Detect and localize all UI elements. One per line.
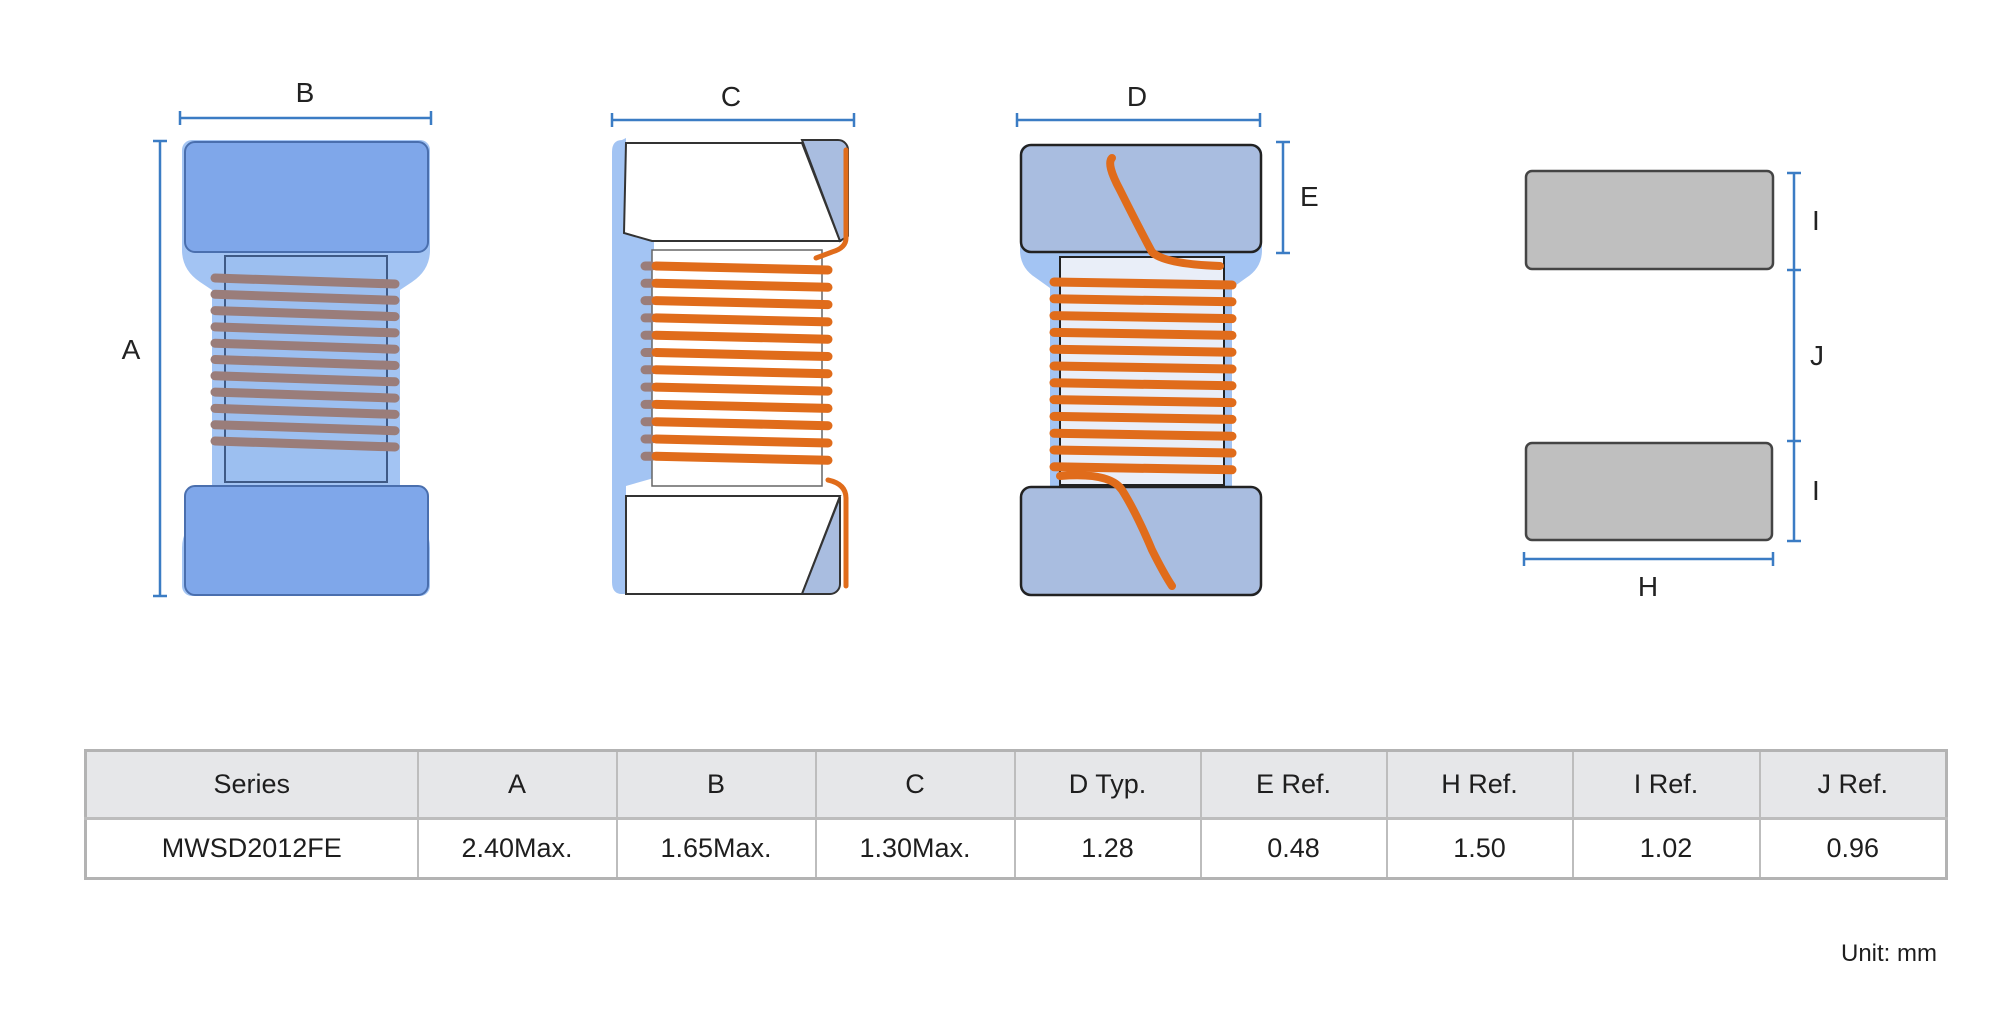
winding-turn [651, 261, 833, 275]
cell-d: 1.28 [1013, 817, 1202, 880]
side-left-electrode [612, 138, 654, 594]
winding-turn [651, 451, 833, 465]
land-pad-bottom [1524, 441, 1774, 542]
dim-e-label: E [1300, 181, 1319, 212]
cell-e: 0.48 [1199, 817, 1388, 880]
winding-turn [210, 289, 400, 305]
dimension-table: Series A B C D Typ. E Ref. H Ref. I Ref.… [84, 749, 1948, 880]
winding-turn [210, 306, 400, 322]
header-e: E Ref. [1199, 749, 1388, 820]
land-pattern-figure: I J I H [1522, 169, 1824, 602]
header-a: A [416, 749, 618, 820]
winding-turn [651, 365, 833, 379]
cell-series: MWSD2012FE [84, 817, 419, 880]
cell-i: 1.02 [1571, 817, 1761, 880]
header-c: C [814, 749, 1016, 820]
front-bottom-electrode [184, 485, 429, 596]
back-top-electrode [1019, 143, 1263, 254]
dim-a-label: A [122, 334, 141, 365]
header-i: I Ref. [1571, 749, 1761, 820]
back-lead-bottom [1056, 471, 1176, 590]
winding-turn [651, 399, 833, 413]
winding-turn [1049, 361, 1237, 374]
winding-turn [1049, 378, 1237, 391]
back-view-figure: D E [1015, 81, 1319, 597]
header-d: D Typ. [1013, 749, 1202, 820]
dimension-drawing: B A C [122, 77, 1824, 602]
cell-a: 2.40Max. [416, 817, 618, 880]
dim-d-label: D [1127, 81, 1147, 112]
unit-note: Unit: mm [1841, 940, 1937, 967]
cell-h: 1.50 [1385, 817, 1574, 880]
back-bottom-electrode [1019, 485, 1263, 597]
side-lead-bottom [825, 477, 849, 589]
header-h: H Ref. [1385, 749, 1574, 820]
winding-turn [1049, 327, 1237, 340]
cell-c: 1.30Max. [814, 817, 1016, 880]
winding-turn [651, 348, 833, 361]
winding-turn [210, 403, 400, 419]
winding-turn [210, 273, 400, 289]
winding-turn [651, 330, 833, 344]
winding-turn [1049, 395, 1237, 408]
winding-turn [1049, 294, 1237, 307]
header-j: J Ref. [1758, 749, 1948, 820]
side-winding [640, 261, 833, 465]
back-lead-top [1106, 154, 1224, 270]
cell-j: 0.96 [1758, 817, 1948, 880]
winding-turn [210, 322, 400, 338]
table-header-row: Series A B C D Typ. E Ref. H Ref. I Ref.… [84, 749, 1948, 820]
winding-turn [210, 371, 400, 387]
winding-turn [651, 296, 833, 310]
front-view-figure: B A [122, 77, 433, 598]
land-pad-top [1524, 169, 1775, 271]
winding-turn [651, 417, 833, 431]
header-series: Series [84, 749, 419, 820]
side-bottom-chamfer [800, 496, 841, 595]
winding-turn [210, 436, 400, 452]
header-b: B [615, 749, 817, 820]
winding-turn [210, 420, 400, 436]
winding-turn [1049, 311, 1237, 324]
winding-turn [1049, 428, 1237, 441]
winding-turn [210, 355, 400, 370]
side-view-figure: C [610, 81, 856, 595]
winding-turn [1049, 445, 1237, 458]
winding-turn [651, 382, 833, 396]
winding-turn [651, 278, 833, 292]
winding-turn [210, 338, 400, 354]
side-lead-top [813, 147, 849, 261]
dim-c-label: C [721, 81, 741, 112]
dim-j-label: J [1810, 340, 1824, 371]
winding-turn [651, 434, 833, 448]
dim-i-label-top: I [1812, 205, 1820, 236]
winding-turn [1049, 344, 1237, 357]
winding-turn [1049, 277, 1237, 290]
winding-turn [210, 387, 400, 403]
table-row: MWSD2012FE 2.40Max. 1.65Max. 1.30Max. 1.… [84, 817, 1948, 880]
front-winding [210, 273, 400, 452]
winding-turn [651, 313, 833, 327]
cell-b: 1.65Max. [615, 817, 817, 880]
back-winding [1049, 277, 1237, 475]
dim-h-label: H [1638, 571, 1658, 602]
dim-i-label-bottom: I [1812, 475, 1820, 506]
front-top-electrode [184, 141, 429, 253]
winding-turn [1049, 462, 1237, 475]
winding-turn [1049, 411, 1237, 424]
dim-b-label: B [296, 77, 315, 108]
side-top-block [622, 142, 842, 242]
